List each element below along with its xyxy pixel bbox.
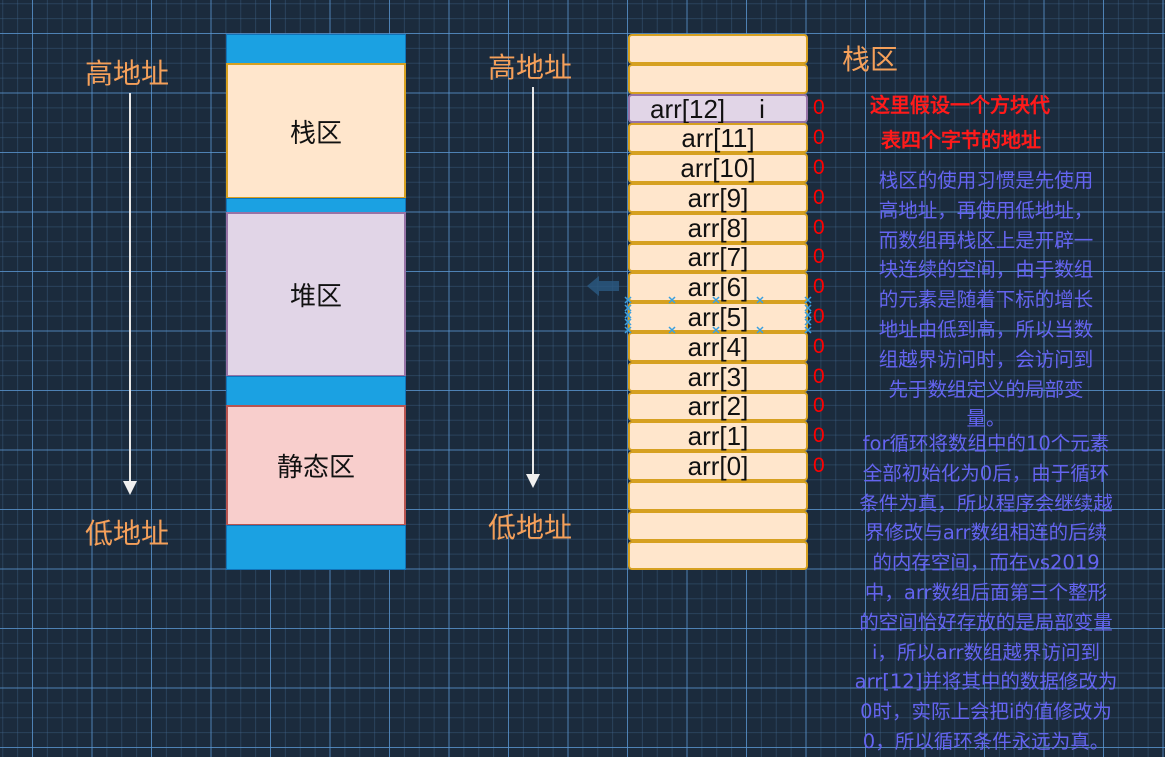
stack-segment-label: 栈区 (289, 118, 342, 149)
note-paragraph-stack-usage: 栈区的使用习惯是先使用高地址，再使用低地址， 而数组再栈区上是开辟一块连续的空间，… (826, 166, 1146, 434)
right-address-arrow-line (532, 87, 534, 477)
array-cell[interactable]: arr[0] (628, 451, 808, 481)
note-red-line-2: 表四个字节的地址 (881, 128, 1041, 152)
note-line: 栈区的使用习惯是先使用 (878, 169, 1094, 192)
cell-value: 0 (813, 424, 825, 448)
note-line: 的元素是随着下标的增长 (878, 288, 1094, 312)
cell-value: 0 (813, 394, 825, 418)
cell-value (813, 64, 825, 94)
array-cell-label: arr[12] (650, 93, 726, 124)
note-line: 块连续的空间，由于数组 (878, 258, 1094, 282)
note-line: 组越界访问时，会访问到 (878, 347, 1094, 371)
cell-value: 0 (813, 126, 825, 150)
cell-value: 0 (813, 96, 825, 120)
note-line: 地址由低到高，所以当数 (878, 317, 1094, 341)
empty-memory-cell[interactable] (628, 34, 808, 64)
stack-title: 栈区 (842, 43, 899, 76)
left-low-address-label: 低地址 (85, 517, 170, 550)
array-cell-label: arr[1] (687, 421, 749, 452)
array-cell[interactable]: arr[1] (628, 421, 808, 452)
array-cell[interactable]: arr[5] (628, 302, 808, 332)
gap-segment (226, 376, 406, 406)
left-arrow-icon[interactable] (586, 275, 622, 297)
array-cell[interactable]: arr[12] i (628, 93, 808, 124)
gap-segment (226, 198, 406, 213)
note-line: 而数组再栈区上是开辟一 (878, 228, 1094, 252)
right-high-address-label: 高地址 (488, 51, 573, 84)
array-cell[interactable]: arr[2] (628, 391, 808, 422)
heap-segment[interactable]: 堆区 (226, 212, 406, 377)
cell-value (813, 511, 825, 541)
right-address-arrow-head-icon (526, 474, 540, 488)
left-address-arrow-head-icon (123, 481, 137, 495)
note-line: 高地址，再使用低地址， (878, 198, 1094, 222)
array-cell-label: arr[2] (687, 391, 749, 422)
array-cell-label: arr[10] (680, 153, 756, 184)
cell-value: 0 (813, 185, 825, 209)
note-line: arr[12]并将其中的数据修改为 (854, 670, 1118, 694)
array-cell[interactable]: arr[4] (628, 331, 808, 362)
static-segment-label: 静态区 (276, 453, 355, 483)
array-cell-label: arr[5] (687, 302, 749, 333)
cell-value: 0 (813, 215, 825, 239)
array-cell-label: arr[0] (687, 451, 749, 482)
left-address-arrow-line (129, 93, 131, 483)
array-cell-label: arr[9] (687, 182, 749, 213)
array-cell-label: arr[3] (687, 361, 749, 392)
cell-value: 0 (813, 305, 825, 329)
note-line: 0时，实际上会把i的值修改为 (860, 700, 1112, 724)
empty-memory-cell[interactable] (628, 540, 808, 571)
note-line: 条件为真，所以程序会继续越 (859, 491, 1113, 515)
array-cell[interactable]: arr[9] (628, 182, 808, 213)
cell-value (813, 34, 825, 64)
cell-value (813, 481, 825, 511)
note-paragraph-for-loop: for循环将数组中的10个元素全部初始化为0后，由于循环条件为真，所以程序会继续… (826, 429, 1146, 757)
array-cell[interactable]: arr[8] (628, 212, 808, 243)
array-cell[interactable]: arr[3] (628, 361, 808, 392)
heap-segment-label: 堆区 (289, 282, 342, 312)
array-cell-label: arr[11] (681, 123, 755, 154)
empty-memory-cell[interactable] (628, 63, 808, 94)
cell-value: 0 (813, 334, 825, 358)
note-line: 中，arr数组后面第三个整形 (864, 580, 1108, 604)
cell-value: 0 (813, 454, 825, 478)
cell-values-column: 0 0 0 0 0 0 0 0 0 0 0 0 0 (813, 34, 825, 570)
note-line: 的内存空间，而在vs2019 (872, 551, 1100, 575)
gap-segment (226, 34, 406, 64)
array-cell-label: arr[6] (687, 272, 749, 303)
cell-value: 0 (813, 156, 825, 180)
note-line: 的空间恰好存放的是局部变量 (859, 610, 1113, 634)
array-cell-label: arr[7] (687, 242, 749, 273)
note-line: i，所以arr数组越界访问到 (871, 640, 1101, 664)
note-red-line-1: 这里假设一个方块代 (870, 93, 1050, 117)
cell-value: 0 (813, 364, 825, 388)
left-high-address-label: 高地址 (85, 57, 170, 90)
array-cell[interactable]: arr[11] (628, 123, 808, 154)
array-cell[interactable]: arr[6] (628, 272, 808, 303)
array-cell[interactable]: arr[10] (628, 153, 808, 183)
variable-i-label: i (759, 93, 765, 124)
right-low-address-label: 低地址 (488, 511, 573, 544)
note-line: 先于数组定义的局部变 (888, 377, 1084, 401)
cell-value (813, 541, 825, 571)
cell-value: 0 (813, 245, 825, 269)
empty-memory-cell[interactable] (628, 480, 808, 511)
array-cell[interactable]: arr[7] (628, 242, 808, 273)
static-segment[interactable]: 静态区 (226, 405, 406, 526)
note-line: 界修改与arr数组相连的后续 (864, 521, 1108, 545)
empty-memory-cell[interactable] (628, 510, 808, 541)
note-line: 全部初始化为0后，由于循环 (862, 461, 1110, 485)
array-cell-label: arr[4] (687, 331, 749, 362)
note-line: for循环将数组中的10个元素 (862, 432, 1110, 455)
stack-segment[interactable]: 栈区 (226, 63, 406, 199)
note-line: 量。 (966, 407, 1006, 431)
array-cell-label: arr[8] (687, 212, 749, 243)
note-line: 0，所以循环条件永远为真。 (862, 729, 1110, 753)
cell-value: 0 (813, 275, 825, 299)
gap-segment (226, 525, 406, 570)
